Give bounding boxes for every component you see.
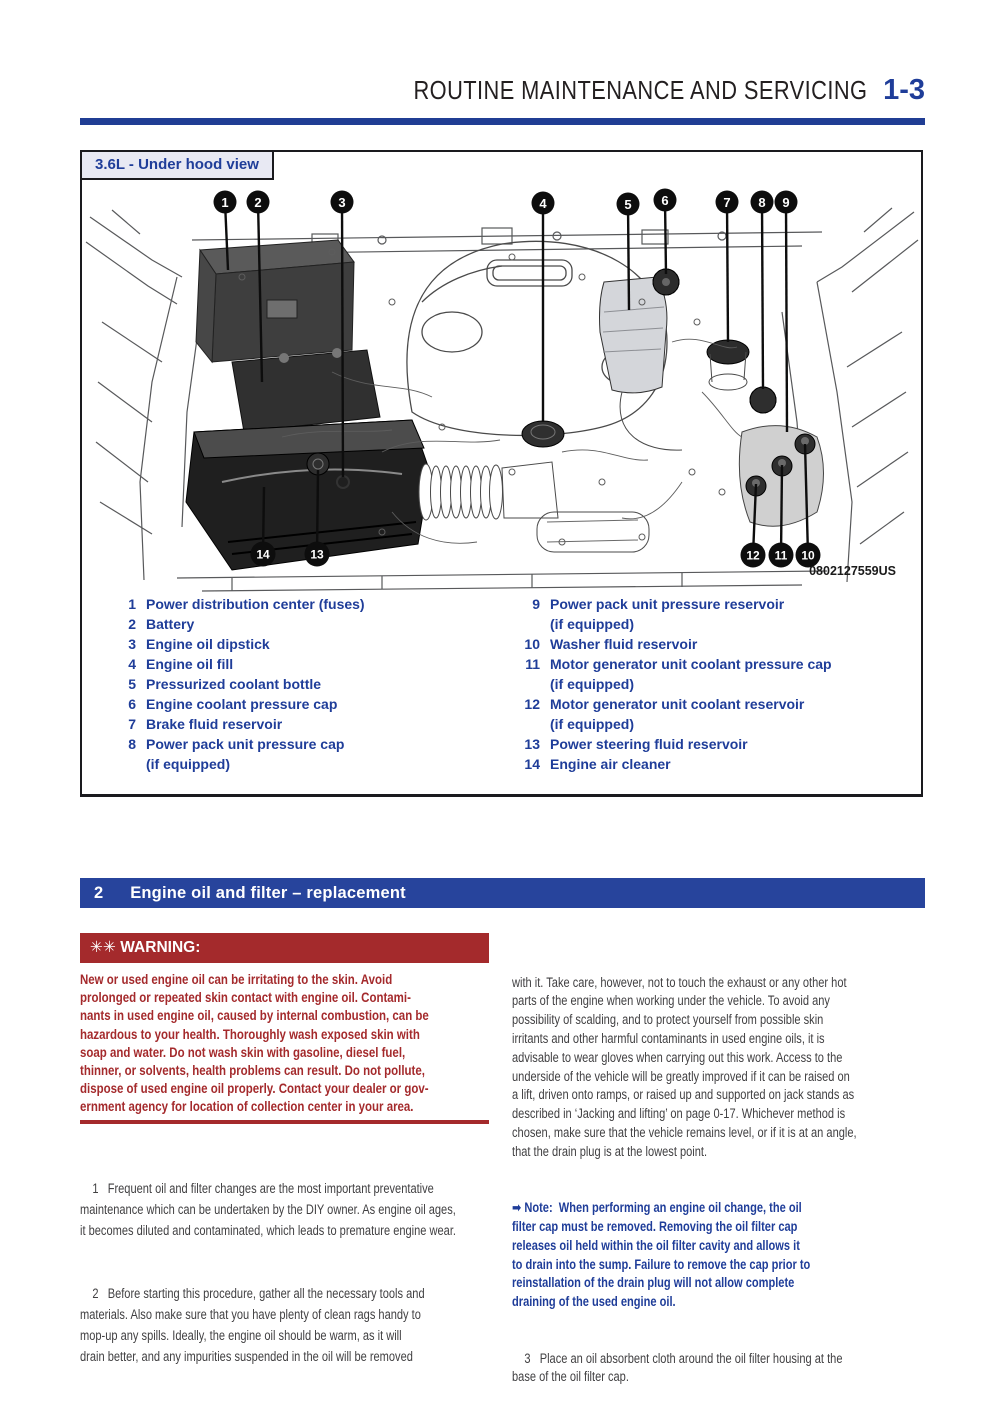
note-paragraph: ➡ Note: When performing an engine oil ch… bbox=[512, 1200, 811, 1310]
callout-3: 3 bbox=[330, 190, 354, 214]
svg-text:2: 2 bbox=[254, 195, 261, 210]
section-number: 2 bbox=[94, 883, 104, 902]
page-number: 1-3 bbox=[883, 74, 925, 106]
step-1-paragraph: 1 Frequent oil and filter changes are th… bbox=[80, 1181, 456, 1238]
under-hood-diagram: 1 2 3 4 5 6 7 8 9 14 13 12 11 10 0802127… bbox=[85, 188, 919, 592]
callouts: 1 2 3 4 5 6 7 8 9 14 13 12 11 10 bbox=[213, 188, 821, 568]
engine-art bbox=[185, 239, 824, 571]
callout-14: 14 bbox=[250, 541, 276, 567]
step-2-paragraph: 2 Before starting this procedure, gather… bbox=[80, 1286, 425, 1364]
svg-text:9: 9 bbox=[782, 195, 789, 210]
svg-text:13: 13 bbox=[310, 548, 324, 562]
figure-code: 0802127559US bbox=[809, 564, 896, 578]
section-title: Engine oil and filter – replacement bbox=[130, 883, 406, 902]
callout-7: 7 bbox=[715, 190, 739, 214]
warning-body-text: New or used engine oil can be irritating… bbox=[80, 972, 429, 1115]
svg-text:4: 4 bbox=[539, 196, 547, 211]
left-column-text: 1 Frequent oil and filter changes are th… bbox=[80, 1136, 490, 1388]
svg-text:8: 8 bbox=[758, 195, 765, 210]
svg-text:7: 7 bbox=[723, 195, 730, 210]
svg-text:1: 1 bbox=[221, 195, 228, 210]
callout-5: 5 bbox=[616, 192, 640, 216]
header-rule bbox=[80, 118, 925, 125]
callout-12: 12 bbox=[740, 542, 766, 568]
callout-10: 10 bbox=[795, 542, 821, 568]
callout-9: 9 bbox=[774, 190, 798, 214]
page-header: ROUTINE MAINTENANCE AND SERVICING 1-3 bbox=[80, 74, 925, 114]
svg-text:3: 3 bbox=[338, 195, 345, 210]
page-header-title: ROUTINE MAINTENANCE AND SERVICING bbox=[413, 75, 868, 105]
callout-13: 13 bbox=[304, 541, 330, 567]
figure-tab-label: 3.6L - Under hood view bbox=[80, 150, 274, 180]
under-hood-figure-box: 3.6L - Under hood view bbox=[80, 150, 923, 797]
warning-bottom-rule bbox=[80, 1120, 489, 1124]
warning-header-bar: ✳✳ WARNING: bbox=[80, 933, 489, 963]
svg-text:6: 6 bbox=[661, 193, 668, 208]
callout-6: 6 bbox=[653, 188, 677, 212]
svg-text:11: 11 bbox=[775, 549, 788, 563]
manual-page: { "header": { "title": "ROUTINE MAINTENA… bbox=[80, 74, 925, 1385]
callout-2: 2 bbox=[246, 190, 270, 214]
svg-text:10: 10 bbox=[801, 549, 815, 563]
callout-8: 8 bbox=[750, 190, 774, 214]
svg-text:12: 12 bbox=[746, 549, 760, 563]
leader-lines bbox=[223, 199, 810, 556]
step-3-paragraph: 3 Place an oil absorbent cloth around th… bbox=[512, 1350, 843, 1385]
callout-11: 11 bbox=[768, 542, 794, 568]
section-header-bar: 2 Engine oil and filter – replacement bbox=[80, 878, 925, 908]
callout-4: 4 bbox=[531, 191, 555, 215]
callout-1: 1 bbox=[213, 190, 237, 214]
continued-paragraph: with it. Take care, however, not to touc… bbox=[512, 974, 857, 1159]
svg-text:5: 5 bbox=[624, 197, 631, 212]
right-column-text: with it. Take care, however, not to touc… bbox=[512, 936, 926, 1406]
svg-text:14: 14 bbox=[256, 548, 270, 562]
